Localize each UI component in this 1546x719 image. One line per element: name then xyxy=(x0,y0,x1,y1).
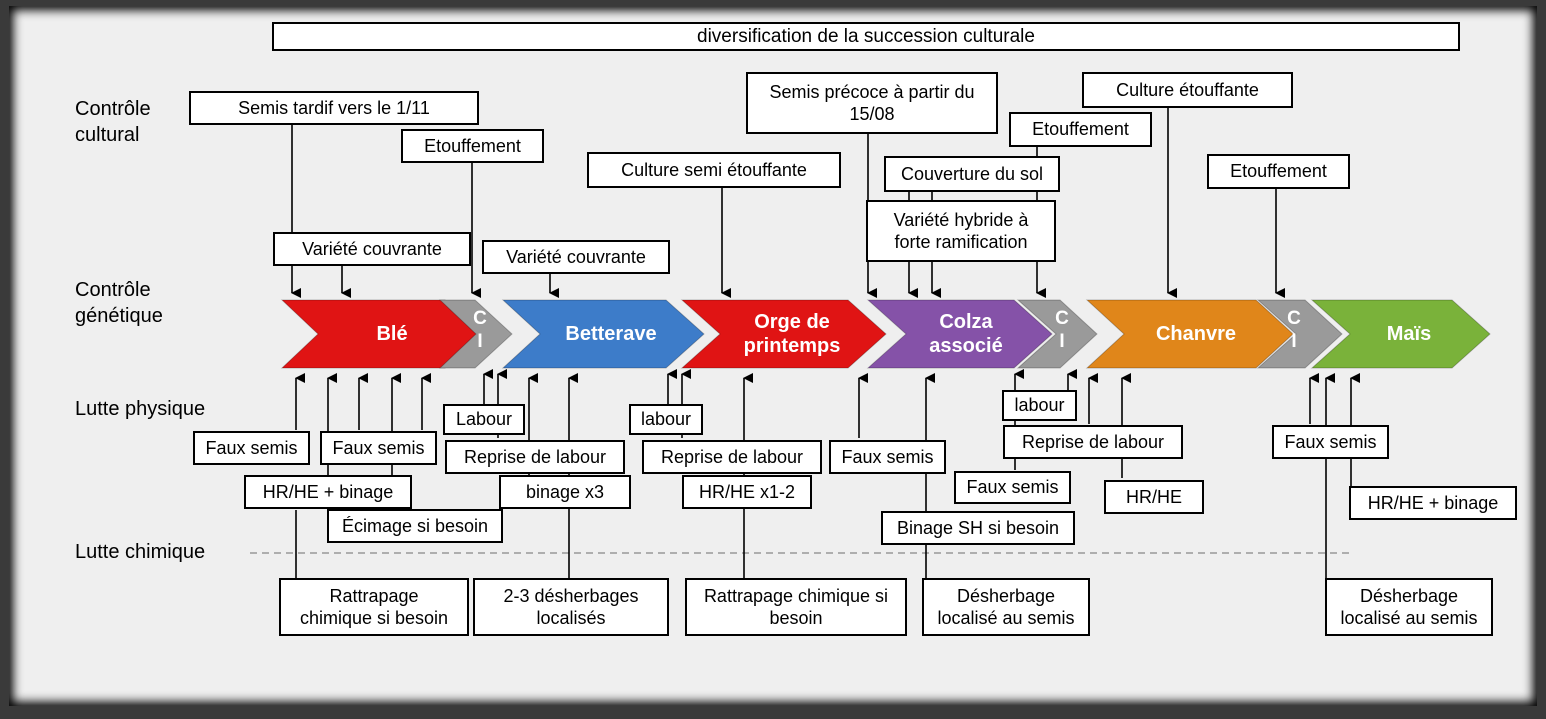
box-variete-hybride: Variété hybride à forte ramification xyxy=(866,200,1056,262)
box-binage-sh: Binage SH si besoin xyxy=(881,511,1075,545)
crop-chanvre: Chanvre xyxy=(1155,323,1237,345)
row-label-physical: Lutte physique xyxy=(75,398,206,420)
crop-colza: Colza associé xyxy=(929,311,1003,357)
crop-chevrons xyxy=(280,299,1491,369)
box-faux-semis-5: Faux semis xyxy=(1272,425,1389,459)
box-semis-tardif: Semis tardif vers le 1/11 xyxy=(189,91,479,125)
crop-orge: Orge de printemps xyxy=(743,311,841,357)
box-etouffement-3: Etouffement xyxy=(1207,154,1350,189)
box-faux-semis-3: Faux semis xyxy=(829,440,946,474)
chevron-ci-3 xyxy=(1256,299,1343,369)
crop-mais: Maïs xyxy=(1386,323,1432,345)
row-label-cultural: Contrôle cultural xyxy=(75,98,151,146)
row-label-genetic: Contrôle génétique xyxy=(75,279,163,327)
chevron-colza xyxy=(866,299,1053,369)
box-hrhe-binage-1: HR/HE + binage xyxy=(244,475,412,509)
chevron-mais xyxy=(1310,299,1491,369)
box-ecimage: Écimage si besoin xyxy=(327,509,503,543)
box-rattrapage-1: Rattrapage chimique si besoin xyxy=(279,578,469,636)
box-desherbages-localises: 2-3 désherbages localisés xyxy=(473,578,669,636)
chevron-betterave xyxy=(501,299,705,369)
crop-ble: Blé xyxy=(376,323,408,345)
box-hrhe-x12: HR/HE x1-2 xyxy=(682,475,812,509)
chevron-ci-1 xyxy=(438,299,513,369)
crop-betterave: Betterave xyxy=(565,323,657,345)
box-labour-3: labour xyxy=(1002,390,1077,421)
box-faux-semis-2: Faux semis xyxy=(320,431,437,465)
box-faux-semis-4: Faux semis xyxy=(954,471,1071,504)
box-etouffement-2: Etouffement xyxy=(1009,112,1152,147)
box-hrhe-binage-2: HR/HE + binage xyxy=(1349,486,1517,520)
box-couverture-sol: Couverture du sol xyxy=(884,156,1060,192)
diagram-frame: diversification de la succession cultura… xyxy=(9,6,1537,706)
row-label-chemical: Lutte chimique xyxy=(75,541,206,563)
box-binage-x3: binage x3 xyxy=(499,475,631,509)
box-reprise-labour-2: Reprise de labour xyxy=(642,440,822,474)
box-hrhe: HR/HE xyxy=(1104,480,1204,514)
box-reprise-labour-1: Reprise de labour xyxy=(445,440,625,474)
box-culture-etouffante: Culture étouffante xyxy=(1082,72,1293,108)
box-semis-precoce: Semis précoce à partir du 15/08 xyxy=(746,72,998,134)
crop-ci-1: C I xyxy=(473,308,487,352)
crop-ci-3: C I xyxy=(1287,308,1301,352)
box-faux-semis-1: Faux semis xyxy=(193,431,310,465)
succession-title: diversification de la succession cultura… xyxy=(272,22,1460,51)
box-desherbage-semis-2: Désherbage localisé au semis xyxy=(1325,578,1493,636)
box-rattrapage-2: Rattrapage chimique si besoin xyxy=(685,578,907,636)
box-reprise-labour-3: Reprise de labour xyxy=(1003,425,1183,459)
chevron-ci-2 xyxy=(1016,299,1098,369)
crop-ci-2: C I xyxy=(1055,308,1069,352)
box-etouffement-1: Etouffement xyxy=(401,129,544,163)
box-labour-1: Labour xyxy=(443,404,525,435)
chevron-orge xyxy=(680,299,887,369)
box-variete-couvrante-1: Variété couvrante xyxy=(273,232,471,266)
box-desherbage-semis-1: Désherbage localisé au semis xyxy=(922,578,1090,636)
connector-layer xyxy=(250,102,1491,578)
box-labour-2: labour xyxy=(629,404,703,435)
chevron-chanvre xyxy=(1085,299,1294,369)
box-variete-couvrante-2: Variété couvrante xyxy=(482,240,670,274)
box-culture-semi-etouffante: Culture semi étouffante xyxy=(587,152,841,188)
